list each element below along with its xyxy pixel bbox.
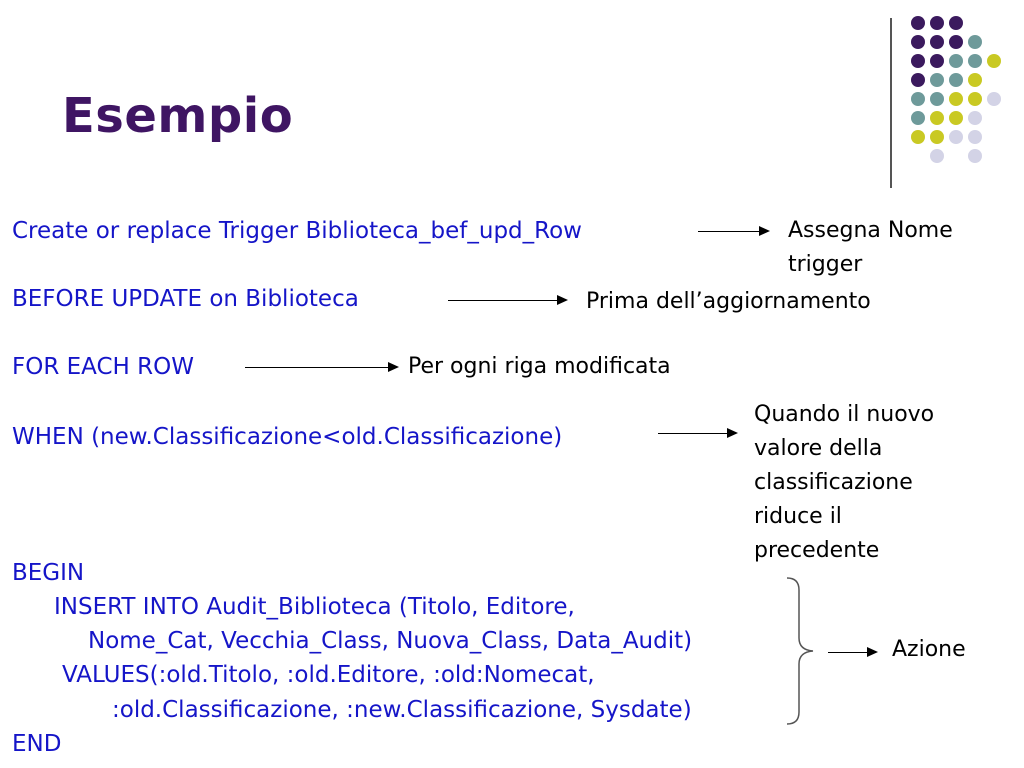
- note-prima-aggiornamento: Prima dell’aggiornamento: [586, 289, 871, 314]
- decorative-dot: [968, 149, 982, 163]
- arrow-create: [698, 226, 770, 236]
- note-per-ogni-riga: Per ogni riga modificata: [408, 354, 671, 379]
- arrow-before: [448, 295, 568, 305]
- decorative-dot: [949, 16, 963, 30]
- decorative-dot: [968, 92, 982, 106]
- decorative-dot: [930, 149, 944, 163]
- decorative-dot: [987, 92, 1001, 106]
- arrow-when: [658, 428, 738, 438]
- decorative-dot: [930, 54, 944, 68]
- decorative-dot: [930, 16, 944, 30]
- decorative-dot: [949, 54, 963, 68]
- decorative-dot: [911, 54, 925, 68]
- code-for-each-row: FOR EACH ROW: [12, 354, 194, 380]
- decorative-dot: [949, 111, 963, 125]
- decorative-dot: [930, 92, 944, 106]
- decorative-dot: [949, 130, 963, 144]
- decorative-dot: [911, 73, 925, 87]
- decorative-dot: [968, 73, 982, 87]
- decorative-dot: [987, 54, 1001, 68]
- decorative-dot: [930, 35, 944, 49]
- note-quando-nuovo-valore: Quando il nuovo valore della classificaz…: [754, 402, 935, 563]
- decorative-dot: [930, 111, 944, 125]
- decorative-dot: [968, 111, 982, 125]
- code-create-trigger: Create or replace Trigger Biblioteca_bef…: [12, 218, 582, 244]
- code-begin: BEGIN: [12, 560, 85, 586]
- decorative-vertical-line: [890, 18, 892, 188]
- code-values-line-1: VALUES(:old.Titolo, :old.Editore, :old:N…: [62, 662, 595, 688]
- decorative-dot: [949, 92, 963, 106]
- code-values-line-2: :old.Classificazione, :new.Classificazio…: [112, 697, 692, 723]
- decorative-dot: [911, 130, 925, 144]
- note-azione: Azione: [892, 637, 966, 662]
- decorative-dot: [930, 130, 944, 144]
- right-curly-brace: [786, 577, 814, 725]
- arrow-foreach: [245, 362, 399, 372]
- decorative-dot: [911, 35, 925, 49]
- decorative-dot: [949, 35, 963, 49]
- code-insert-line-2: Nome_Cat, Vecchia_Class, Nuova_Class, Da…: [88, 628, 693, 654]
- slide-title: Esempio: [62, 88, 294, 144]
- code-insert-line-1: INSERT INTO Audit_Biblioteca (Titolo, Ed…: [54, 594, 575, 620]
- decorative-dot: [968, 130, 982, 144]
- decorative-dot: [949, 73, 963, 87]
- note-assegna-nome: Assegna Nome trigger: [788, 218, 953, 277]
- decorative-dot: [968, 35, 982, 49]
- decorative-dot: [930, 73, 944, 87]
- code-end: END: [12, 731, 62, 757]
- decorative-dot: [911, 111, 925, 125]
- code-when-clause: WHEN (new.Classificazione<old.Classifica…: [12, 424, 563, 450]
- decorative-dot: [968, 54, 982, 68]
- code-before-update: BEFORE UPDATE on Biblioteca: [12, 286, 359, 312]
- decorative-dot: [911, 92, 925, 106]
- decorative-dot: [911, 16, 925, 30]
- arrow-action: [828, 647, 878, 657]
